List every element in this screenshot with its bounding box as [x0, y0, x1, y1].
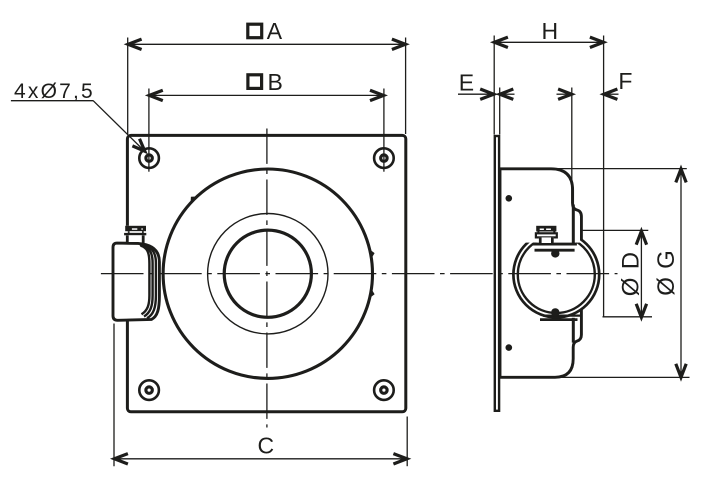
svg-text:4xØ7,5: 4xØ7,5 [14, 80, 95, 103]
svg-text:F: F [618, 68, 632, 94]
svg-text:Ø D: Ø D [617, 251, 644, 296]
svg-text:B: B [268, 69, 283, 95]
svg-text:A: A [267, 18, 283, 44]
svg-text:H: H [542, 18, 559, 44]
svg-text:C: C [258, 433, 275, 459]
svg-text:Ø G: Ø G [653, 249, 680, 295]
svg-text:E: E [459, 69, 474, 95]
